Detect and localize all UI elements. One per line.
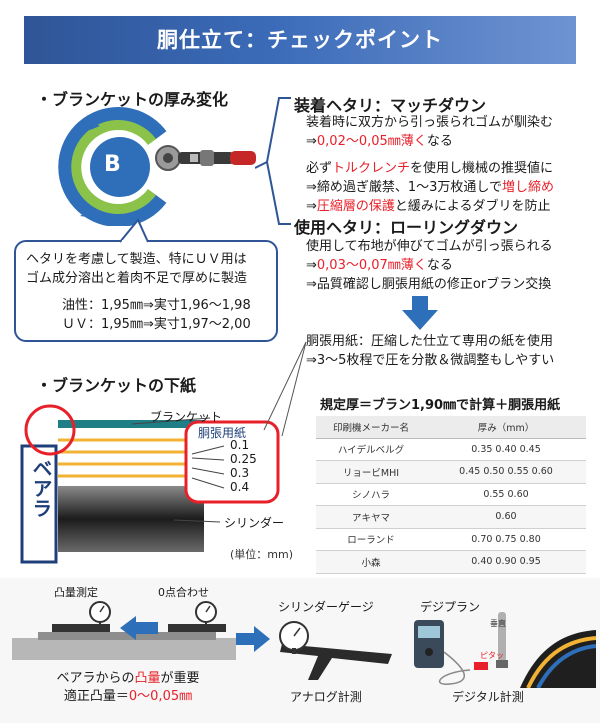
measurement-caption: ベアラからの凸量が重要 適正凸量＝0～0,05㎜	[38, 670, 218, 706]
right-arrow-icon	[236, 626, 270, 652]
bearer-label: ベアラ	[26, 458, 56, 523]
bracket-connector	[255, 97, 291, 225]
spec-table-title: 規定厚＝ブラン1,90㎜で計算＋胴張用紙	[320, 398, 561, 413]
mount-sag-line-5: ⇒圧縮層の保護と緩みによるダブリを防止	[306, 197, 596, 216]
mount-sag-line-5-a: ⇒	[306, 199, 317, 214]
mount-sag-line-2-prefix: ⇒	[306, 134, 317, 149]
mount-sag-line-4-red: 増し締め	[502, 180, 555, 195]
mount-sag-line-3: 必ずトルクレンチを使用し機械の推奨値に	[306, 159, 596, 178]
digiplan-illustration	[414, 612, 596, 688]
table-header-maker: 印刷機メーカー名	[316, 416, 426, 439]
underlay-diagram	[20, 404, 280, 564]
digiplan-label: デジプラン	[420, 600, 481, 614]
use-sag-line-2-suffix: なる	[426, 258, 453, 273]
packing-value: 0.3	[230, 466, 250, 480]
underlay-heading: ・ブランケットの下紙	[36, 376, 197, 395]
table-cell-maker: 小森	[316, 550, 426, 574]
bearer-label-text: ベアラ	[29, 458, 53, 518]
mount-sag-line-1: 装着時に双方から引っ張られゴムが馴染む	[306, 115, 554, 130]
table-cell-thickness: 0.70 0.75 0.80	[426, 528, 586, 551]
packing-line-1: 胴張用紙：圧縮した仕立て専用の紙を使用	[306, 334, 554, 349]
table-cell-thickness: 0.60	[426, 505, 586, 529]
table-cell-thickness: 0.45 0.50 0.55 0.60	[426, 460, 586, 484]
unit-label: (単位：mm)	[230, 548, 294, 561]
packing-box-values: 0.1 0.25 0.3 0.4	[230, 438, 257, 494]
blanket-label: ブランケット	[150, 410, 223, 424]
table-cell-maker: ローランド	[316, 528, 426, 551]
blanket-thickness-heading: ・ブランケットの厚み変化	[36, 90, 229, 109]
table-cell-thickness: 0.35 0.40 0.45	[426, 438, 586, 461]
mount-sag-heading: 装着ヘタリ：マッチダウン	[294, 96, 487, 115]
packing-value: 0.1	[230, 438, 250, 452]
bubble-oil: 油性：1,95㎜⇒実寸1,96～1,98	[62, 298, 251, 313]
caption-red: 凸量	[134, 671, 161, 686]
table-cell-maker: アキヤマ	[316, 505, 426, 529]
mount-sag-line-3-a: 必ず	[306, 161, 333, 176]
mount-sag-line-5-red: 圧縮層の保護	[316, 199, 395, 214]
cylinder-gauge-illustration	[279, 621, 392, 680]
down-arrow-icon	[402, 296, 438, 330]
cylinder-label: シリンダー	[224, 516, 285, 530]
measurement-caption-line-1: ベアラからの凸量が重要	[38, 670, 218, 688]
bubble-tail	[119, 218, 149, 244]
packing-line-2: ⇒3～5枚程で圧を分散＆微調整もしやすい	[306, 353, 555, 368]
use-sag-line-1: 使用して布地が伸びてゴムが引っ張られる	[306, 239, 553, 254]
bubble-line-2: ゴム成分溶出と着肉不足で厚めに製造	[26, 271, 248, 286]
caption-a: ベアラからの	[56, 671, 135, 686]
mount-sag-line-2-red: 0,02～0,05㎜薄く	[316, 134, 427, 149]
bubble-line-1: ヘタリを考慮して製造、特にＵＶ用は	[26, 252, 247, 267]
use-sag-line-3: ⇒品質確認し胴張用紙の修正orブラン交換	[306, 277, 552, 292]
use-sag-line-2-prefix: ⇒	[306, 258, 317, 273]
analog-label: アナログ計測	[290, 690, 362, 704]
mount-sag-line-4: ⇒締め過ぎ厳禁、1～3万枚通しで増し締め	[306, 178, 596, 197]
table-cell-thickness: 0.55 0.60	[426, 483, 586, 506]
table-cell-maker: シノハラ	[316, 483, 426, 506]
mount-sag-line-4-a: ⇒締め過ぎ厳禁、1～3万枚通しで	[306, 180, 503, 195]
mount-sag-line-5-b: と緩みによるダブリを防止	[394, 199, 551, 214]
table-cell-thickness: 0.40 0.90 0.95	[426, 550, 586, 574]
bubble-uv: ＵＶ：1,95㎜⇒実寸1,97～2,00	[62, 317, 251, 332]
table-header-thickness: 厚み（mm）	[426, 416, 586, 439]
table-cell-maker: リョービMHI	[316, 460, 426, 484]
use-sag-line-2-red: 0,03～0,07㎜薄く	[316, 258, 427, 273]
mount-sag-line-2: ⇒0,02～0,05㎜薄くなる	[306, 132, 596, 151]
cylinder-gauge-label: シリンダーゲージ	[278, 600, 374, 614]
packing-value: 0.4	[230, 480, 250, 494]
proper-a: 適正凸量＝	[63, 689, 129, 704]
measurement-caption-line-2: 適正凸量＝0～0,05㎜	[38, 688, 218, 706]
use-sag-line-2: ⇒0,03～0,07㎜薄くなる	[306, 256, 596, 275]
packing-paper-text: 胴張用紙：圧縮した仕立て専用の紙を使用 ⇒3～5枚程で圧を分散＆微調整もしやすい	[306, 332, 596, 370]
mount-sag-line-3-b: を使用し機械の推奨値に	[410, 161, 554, 176]
blanket-badge: B	[104, 152, 121, 177]
table-cell-maker: ハイデルベルグ	[316, 438, 426, 461]
digital-label: デジタル計測	[452, 690, 524, 704]
digiplan-vertical-label: 垂直	[490, 619, 506, 628]
table-header-row: 印刷機メーカー名 厚み（mm）	[316, 416, 586, 439]
packing-box-title: 胴張用紙	[198, 426, 247, 440]
caption-b: が重要	[160, 671, 200, 686]
use-sag-heading: 使用ヘタリ：ローリングダウン	[294, 218, 519, 237]
zero-set-label: 0点合わせ	[158, 586, 209, 599]
use-sag-body: 使用して布地が伸びてゴムが引っ張られる ⇒0,03～0,07㎜薄くなる ⇒品質確…	[306, 237, 596, 294]
blanket-note-bubble: ヘタリを考慮して製造、特にＵＶ用は ゴム成分溶出と着肉不足で厚めに製造 油性：1…	[14, 240, 278, 342]
dial-gauge-illustration	[12, 601, 236, 660]
packing-value: 0.25	[230, 452, 257, 466]
convex-measure-label: 凸量測定	[54, 586, 98, 599]
mount-sag-line-3-red: トルクレンチ	[332, 161, 411, 176]
packing-connector	[263, 341, 307, 437]
mount-sag-body: 装着時に双方から引っ張られゴムが馴染む ⇒0,02～0,05㎜薄くなる 必ずトル…	[306, 113, 596, 216]
blanket-wrench-illustration	[58, 107, 256, 226]
proper-red: 0～0,05㎜	[128, 689, 193, 704]
digiplan-tag-label: ピタッ	[480, 651, 504, 660]
page-title: 胴仕立て：チェックポイント	[24, 16, 576, 64]
mount-sag-line-2-suffix: なる	[426, 134, 453, 149]
